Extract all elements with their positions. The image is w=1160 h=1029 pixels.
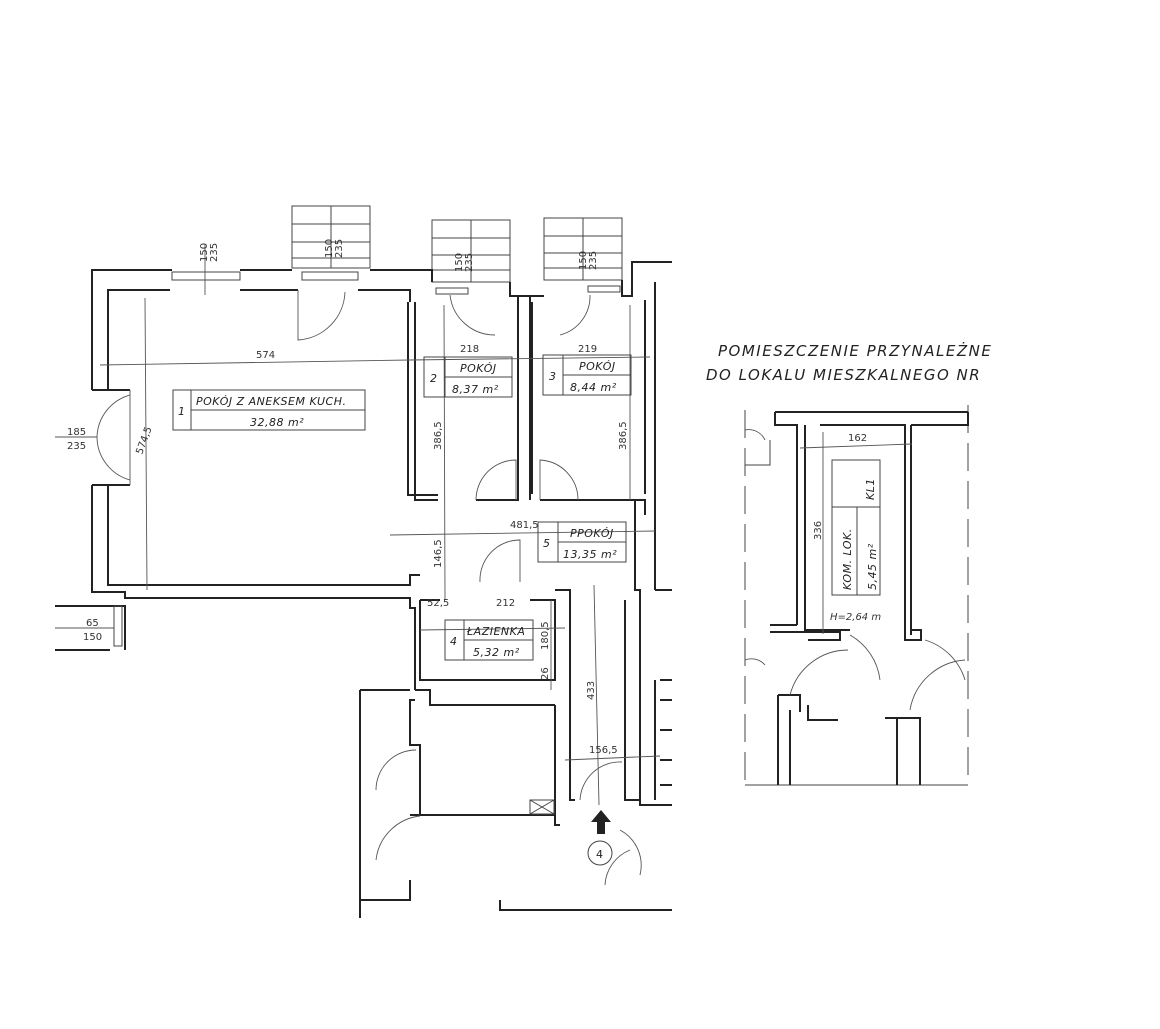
room-name: POKÓJ Z ANEKSEM KUCH.: [196, 395, 347, 408]
dim-146-5: 146,5: [433, 539, 444, 568]
storage-plan: 162 336 KL1 KOM. LOK. 5,45 m² H=2,64 m: [744, 405, 969, 786]
balcony-2: [431, 219, 511, 283]
dim-219: 219: [578, 344, 597, 355]
dim-433: 433: [586, 681, 597, 700]
dim-26: 26: [540, 667, 551, 680]
dim-218: 218: [460, 344, 479, 355]
entrance-number: 4: [596, 848, 604, 861]
dim-door1-top: 150: [324, 239, 335, 258]
room-label-3: 3 POKÓJ 8,44 m²: [542, 354, 632, 396]
dim-52-5: 52,5: [427, 598, 449, 609]
dim-336: 336: [813, 521, 824, 540]
room-area: 8,44 m²: [570, 381, 617, 394]
entrance-marker: 4: [587, 810, 613, 866]
dim-574-5: 574,5: [134, 425, 154, 456]
storage-code: KL1: [864, 478, 877, 500]
dimension-labels: 574 218 219 386,5 386,5 574,5 481,5 146,…: [67, 239, 629, 756]
dim-156-5: 156,5: [589, 745, 618, 756]
windows: [113, 271, 621, 815]
room-label-2: 2 POKÓJ 8,37 m²: [423, 356, 513, 398]
dim-162: 162: [848, 433, 867, 444]
room-name: ŁAZIENKA: [466, 625, 525, 638]
storage-area: 5,45 m²: [866, 543, 879, 590]
dim-window3-bottom: 235: [588, 251, 599, 270]
dim-574: 574: [256, 350, 275, 361]
dim-window2-top: 150: [454, 253, 465, 272]
dim-left-window-bottom: 150: [83, 632, 102, 643]
storage-title-line1: POMIESZCZENIE PRZYNALEŻNE: [718, 341, 992, 360]
room-number: 1: [178, 405, 186, 418]
room-name: POKÓJ: [460, 362, 497, 375]
room-area: 8,37 m²: [452, 383, 499, 396]
room-name: POKÓJ: [579, 360, 616, 373]
dim-window3-top: 150: [578, 251, 589, 270]
room-number: 3: [549, 370, 557, 383]
dim-left-door-top: 185: [67, 427, 86, 438]
dim-386-5-room2: 386,5: [433, 421, 444, 450]
room-name: PPOKÓJ: [570, 527, 614, 540]
room-number: 5: [543, 537, 551, 550]
doors: [96, 290, 642, 886]
storage-name: KOM. LOK.: [841, 528, 854, 590]
room-number: 2: [430, 372, 438, 385]
room-label-1: 1 POKÓJ Z ANEKSEM KUCH. 32,88 m²: [172, 389, 366, 431]
dim-window1-bottom: 235: [209, 243, 220, 262]
dim-window2-bottom: 235: [464, 253, 475, 272]
dim-door1-bottom: 235: [334, 239, 345, 258]
dim-386-5-room3: 386,5: [618, 421, 629, 450]
room-area: 5,32 m²: [473, 646, 520, 659]
dim-window1-top: 150: [199, 243, 210, 262]
dim-180-5: 180,5: [540, 621, 551, 650]
dimension-lines: [55, 244, 661, 806]
room-area: 32,88 m²: [250, 416, 304, 429]
room-number: 4: [450, 635, 458, 648]
balcony-3: [543, 217, 623, 281]
dim-481-5: 481,5: [510, 520, 539, 531]
dim-left-window-top: 65: [86, 618, 99, 629]
room-label-5: 5 PPOKÓJ 13,35 m²: [537, 521, 627, 563]
balcony-1: [291, 205, 371, 269]
storage-height: H=2,64 m: [830, 612, 881, 623]
storage-title-line2: DO LOKALU MIESZKALNEGO NR: [706, 366, 981, 384]
walls: [55, 261, 672, 918]
room-area: 13,35 m²: [563, 548, 617, 561]
dim-212: 212: [496, 598, 515, 609]
dim-left-door-bottom: 235: [67, 441, 86, 452]
arrow-up-icon: [591, 810, 611, 834]
room-label-4: 4 ŁAZIENKA 5,32 m²: [444, 619, 534, 661]
